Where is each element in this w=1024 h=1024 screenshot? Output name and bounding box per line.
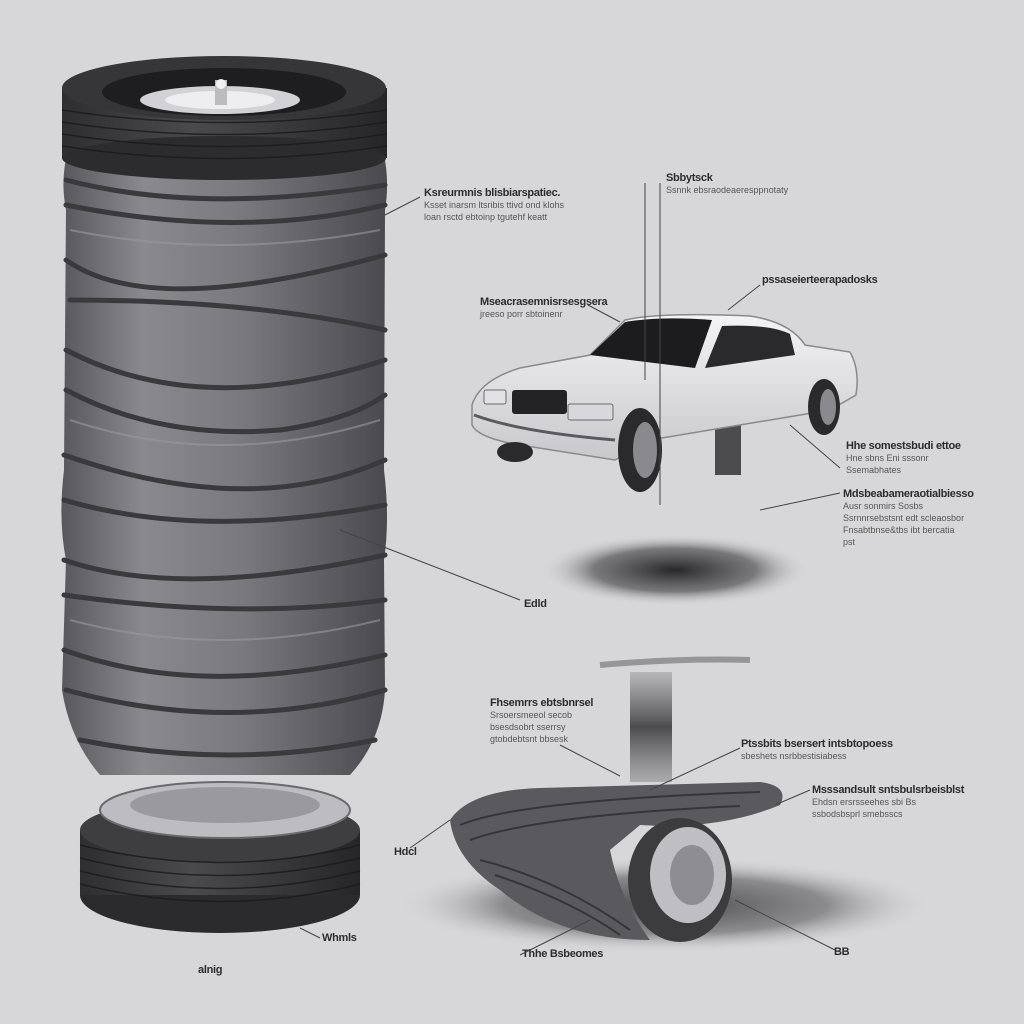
- callout-line: pst: [843, 537, 856, 547]
- callout-title: Ptssbits bsersert intsbtopoess: [741, 738, 893, 750]
- callout-line: Ssrnnrsebstsnt edt scleaosbor: [843, 513, 965, 523]
- callout-bottom-right: BB: [834, 946, 850, 958]
- callout-line: Ksset inarsm ltsribis ttivd ond klohs: [424, 200, 565, 210]
- callout-arm-left: Fhsemrrs ebtsbnrsel Srsoersmeeol secob b…: [490, 697, 593, 745]
- callout-car-left: Mseacrasemnisrsesgsera jreeso porr sbtoi…: [480, 296, 608, 320]
- callout-title: Mseacrasemnisrsesgsera: [480, 296, 608, 308]
- callout-title: BB: [834, 946, 850, 958]
- callout-line: Ssemabhates: [846, 465, 902, 475]
- callout-title: Ksreurmnis blisbiarspatiec.: [424, 187, 561, 199]
- leader-lines: [299, 183, 841, 956]
- callout-line: jreeso porr sbtoinenr: [480, 309, 563, 319]
- callout-tire-mid: Edld: [524, 598, 547, 610]
- callout-car-top: Sbbytsck Ssnnk ebsraodeaeresppnotaty: [666, 172, 788, 196]
- callout-line: Ehdsn ersrsseehes sbi Bs: [812, 797, 917, 807]
- callout-car-right-top: pssaseierteerapadosks: [762, 274, 878, 286]
- callout-line: Ausr sonmirs Sosbs: [843, 501, 924, 511]
- air-spring-bellows: [61, 56, 388, 933]
- callout-line: Srsoersmeeol secob: [490, 710, 573, 720]
- callout-title: Fhsemrrs ebtsbnrsel: [490, 697, 594, 709]
- callout-line: ssbodsbsprl smebsscs: [812, 809, 903, 819]
- callout-line: Fnsabtbnse&tbs ibt bercatia: [843, 525, 955, 535]
- callout-title: Thhe Bsbeomes: [522, 948, 604, 960]
- callout-line: Ssnnk ebsraodeaeresppnotaty: [666, 185, 789, 195]
- callout-line: sbeshets nsrbbestisiabess: [741, 751, 847, 761]
- car-illustration: [471, 313, 858, 606]
- callout-line: Hne sbns Eni sssonr: [846, 453, 929, 463]
- callout-title: Mdsbeabameraotialbiesso: [843, 488, 974, 500]
- callout-line: gtobdebtsnt bbsesk: [490, 734, 569, 744]
- callout-base-bottom: Whmls: [322, 932, 357, 944]
- callout-base-left: Hdcl: [394, 846, 417, 858]
- suspension-assembly: [395, 656, 935, 953]
- callout-title: alnig: [198, 964, 223, 976]
- callout-title: pssaseierteerapadosks: [762, 274, 878, 286]
- callout-base-foot: alnig: [198, 964, 222, 976]
- callout-title: Hhe somestsbudi ettoe: [846, 440, 961, 452]
- callout-car-right-low: Mdsbeabameraotialbiesso Ausr sonmirs Sos…: [843, 488, 974, 548]
- callout-title: Hdcl: [394, 846, 417, 858]
- callout-line: bsesdsobrt sserrsy: [490, 722, 566, 732]
- callout-line: loan rsctd ebtoinp tgutehf keatt: [424, 212, 548, 222]
- callout-title: Whmls: [322, 932, 357, 944]
- callout-arm-right: Msssandsult sntsbulsrbeisblst Ehdsn ersr…: [812, 784, 964, 820]
- callout-title: Msssandsult sntsbulsrbeisblst: [812, 784, 965, 796]
- callout-top-center: Ksreurmnis blisbiarspatiec. Ksset inarsm…: [424, 187, 564, 223]
- callout-title: Edld: [524, 598, 547, 610]
- callout-title: Sbbytsck: [666, 172, 713, 184]
- callout-car-right-mid: Hhe somestsbudi ettoe Hne sbns Eni ssson…: [846, 440, 961, 476]
- callout-bottom-center: Thhe Bsbeomes: [522, 948, 603, 960]
- callout-arm-mid: Ptssbits bsersert intsbtopoess sbeshets …: [741, 738, 893, 762]
